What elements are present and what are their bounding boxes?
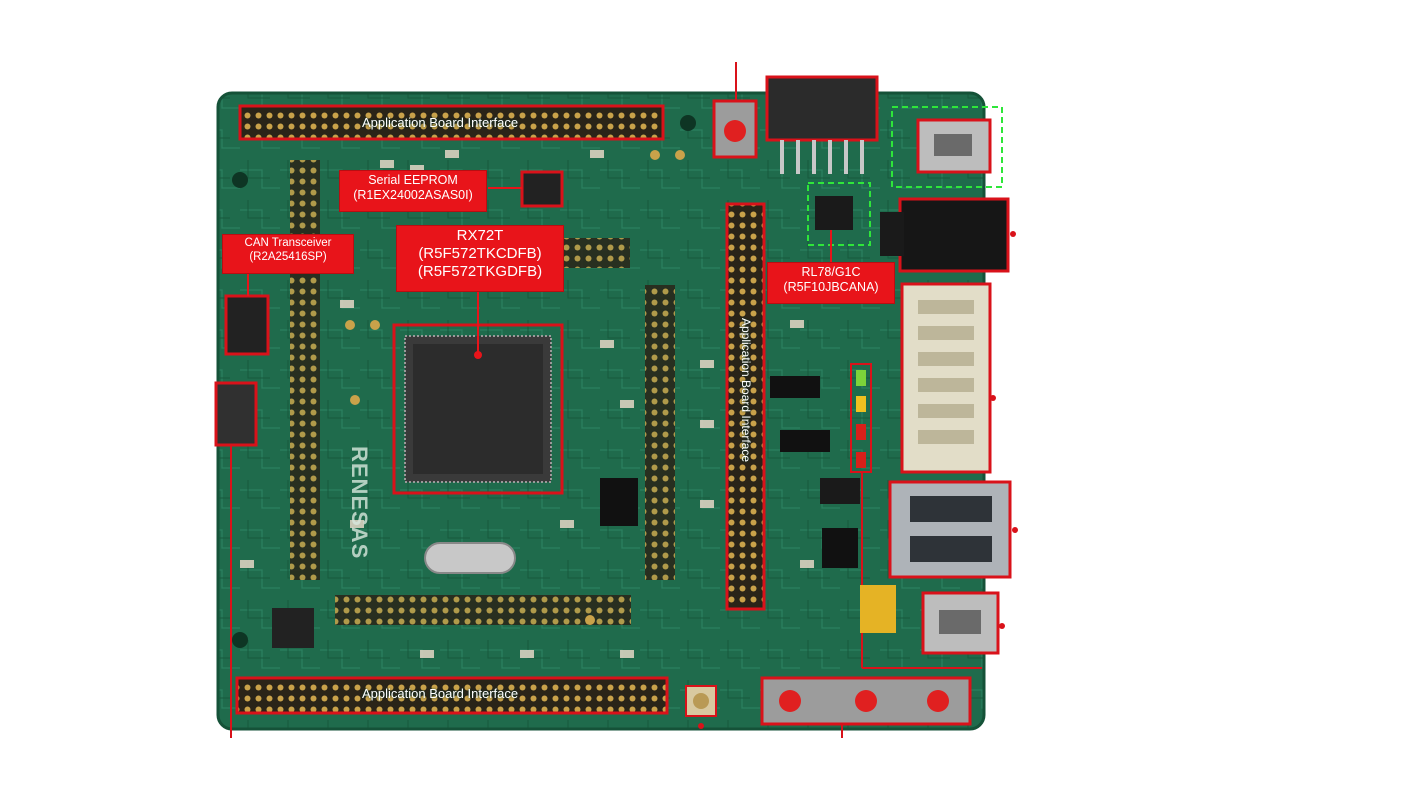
dip-switch [820,478,860,504]
debug-header [765,75,879,142]
can-chip [224,294,270,356]
upper-pin-row [560,238,630,268]
brand-silkscreen: RENESAS [347,446,372,560]
top-header-label: Application Board Interface [362,115,519,130]
serial-eeprom-title: Serial EEPROM [368,173,458,187]
can-transceiver-part: (R2A25416SP) [249,250,327,263]
jumper [822,528,858,568]
rl78-chip [815,196,853,230]
lower-pin-row [335,595,631,625]
usb-area-outline [807,182,871,246]
mounting-hole [232,172,248,188]
bottom-header-label: Application Board Interface [362,686,519,701]
rl78-title: RL78/G1C [801,265,861,279]
crystal [424,542,516,574]
can-connector [214,381,258,447]
led-yellow [856,396,866,412]
mcu-part-2: (R5F572TKGDFB) [417,263,543,280]
vertical-header-label: Application Board Interface [739,318,753,463]
jumper [780,430,830,452]
serial-eeprom-callout: Serial EEPROM (R1EX24002ASAS0I) [339,170,487,212]
bottom-header [237,678,667,713]
serial-eeprom-part: (R1EX24002ASAS0I) [353,188,473,202]
power-jack [898,197,1010,273]
usb-area-outline [891,106,1003,188]
pcb-board [218,93,984,729]
top-header [240,106,663,139]
capacitor [860,585,896,633]
ic-chip [272,608,314,648]
mcu-title: RX72T [456,227,504,244]
led-red [856,452,866,468]
middle-pin-column [645,285,675,580]
jumper [600,478,638,526]
left-pin-column [290,160,320,580]
rl78-callout: RL78/G1C (R5F10JBCANA) [767,262,895,304]
mcu-part-1: (R5F572TKCDFB) [418,245,542,262]
rl78-part: (R5F10JBCANA) [783,280,879,294]
mounting-hole [232,632,248,648]
vertical-header [727,204,764,609]
eeprom-chip [520,170,564,208]
jumper [770,376,820,398]
mcu-callout: RX72T (R5F572TKCDFB) (R5F572TKGDFB) [396,225,564,292]
can-transceiver-title: CAN Transceiver [244,237,332,249]
can-transceiver-callout: CAN Transceiver (R2A25416SP) [222,234,354,274]
led-green [856,370,866,386]
led-red [856,424,866,440]
mounting-hole [680,115,696,131]
